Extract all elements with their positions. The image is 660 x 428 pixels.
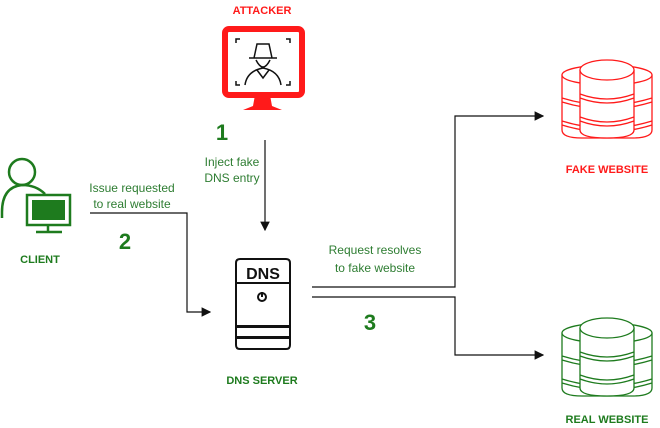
client-icon: [0, 157, 72, 234]
step-1-text-line-2: DNS entry: [204, 171, 259, 185]
dns-server-icon: [235, 258, 291, 350]
step-2-text-line-1: Issue requested: [89, 181, 174, 195]
arrow-dns-to-real-website: [312, 296, 545, 360]
dns-badge-label: DNS: [246, 266, 280, 283]
fake-website-database-icon: [561, 59, 653, 139]
arrow-dns-to-fake-website: [312, 111, 545, 288]
real-website-label: REAL WEBSITE: [566, 414, 649, 426]
arrow-client-to-dns: [90, 212, 212, 317]
step-2-number: 2: [119, 229, 131, 254]
fake-website-label: FAKE WEBSITE: [566, 164, 649, 176]
step-1-number: 1: [216, 120, 228, 145]
attacker-monitor-icon: [222, 26, 305, 110]
step-2-text-line-2: to real website: [93, 197, 171, 211]
step-3-text-line-2: to fake website: [335, 261, 415, 275]
step-3-number: 3: [364, 310, 376, 335]
step-1-text-line-1: Inject fake: [205, 155, 260, 169]
dns-server-label: DNS SERVER: [226, 375, 297, 387]
attacker-label: ATTACKER: [233, 5, 292, 17]
client-label: CLIENT: [20, 254, 60, 266]
step-3-text-line-1: Request resolves: [329, 243, 422, 257]
real-website-database-icon: [561, 317, 653, 397]
